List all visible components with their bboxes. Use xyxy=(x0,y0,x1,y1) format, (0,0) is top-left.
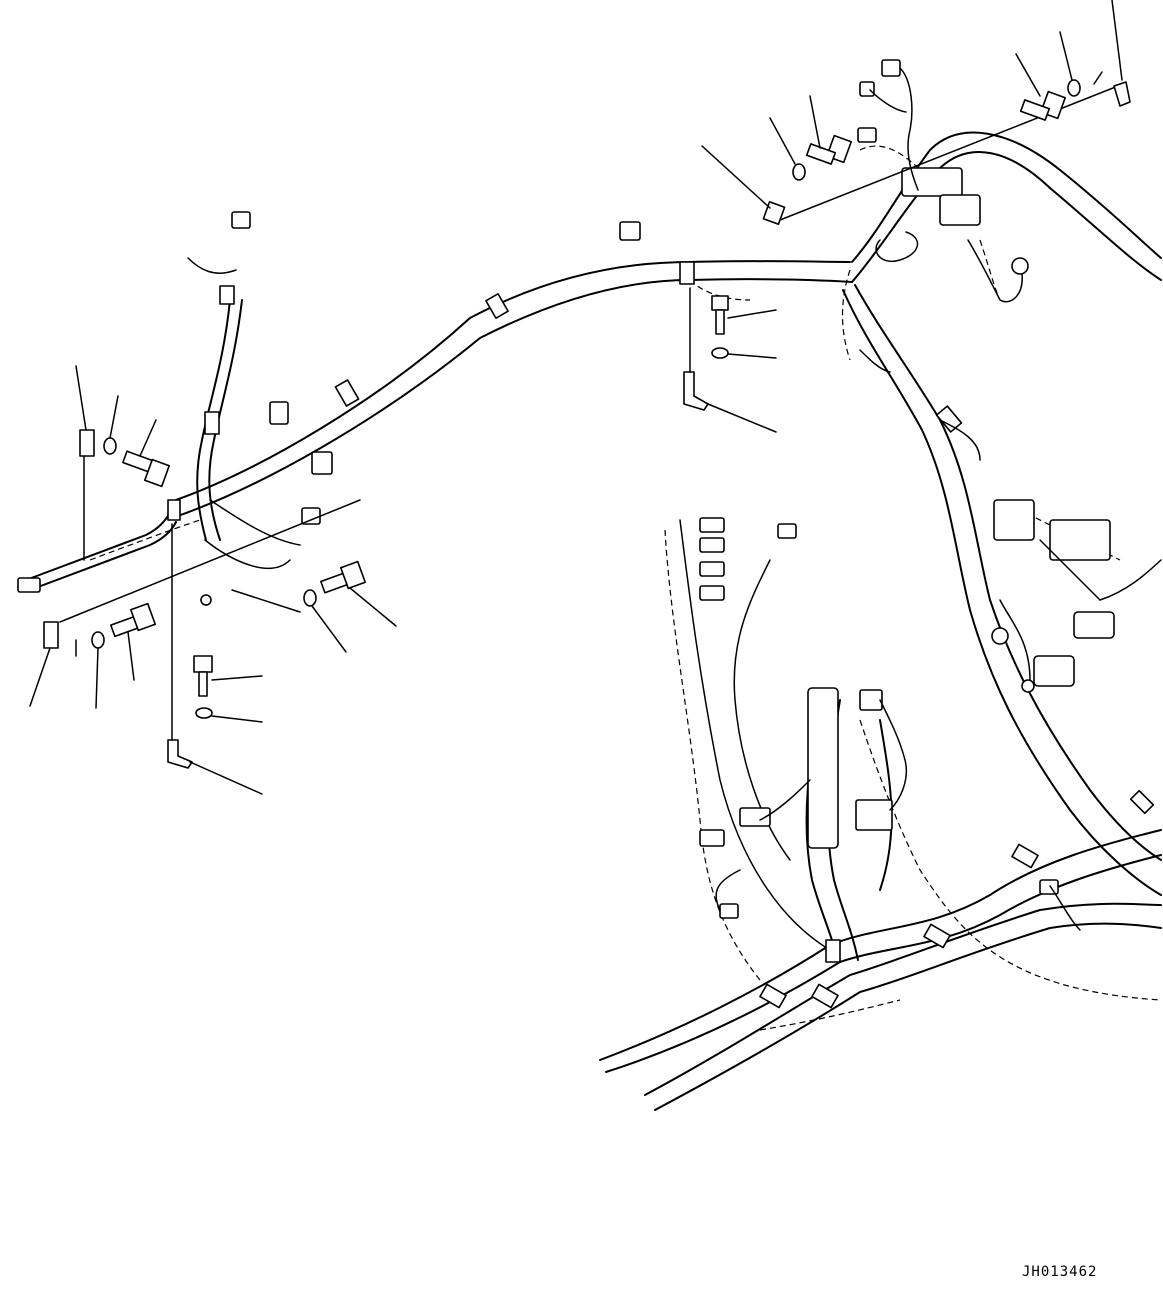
fastener-set-left-bottom xyxy=(167,523,263,795)
fastener-set-upper-middle xyxy=(683,287,777,433)
main-harness-trunk xyxy=(171,131,1162,519)
lower-harness-trunk xyxy=(599,829,1162,1111)
left-connector-lead xyxy=(17,507,177,593)
fastener-set-left-center xyxy=(231,560,397,653)
fastener-set-far-right xyxy=(1015,0,1131,121)
harness-clips xyxy=(167,261,1155,1009)
fastener-set-left-lower xyxy=(29,499,361,709)
misc-wires xyxy=(715,67,1162,931)
connectors xyxy=(200,59,1115,919)
drawing-code-label: JH013462 xyxy=(1022,1264,1098,1280)
left-harness-branch xyxy=(187,257,301,569)
hidden-routing-lines xyxy=(89,145,1162,1031)
fastener-set-left-upper xyxy=(75,365,171,561)
right-harness-branch xyxy=(842,284,1162,896)
